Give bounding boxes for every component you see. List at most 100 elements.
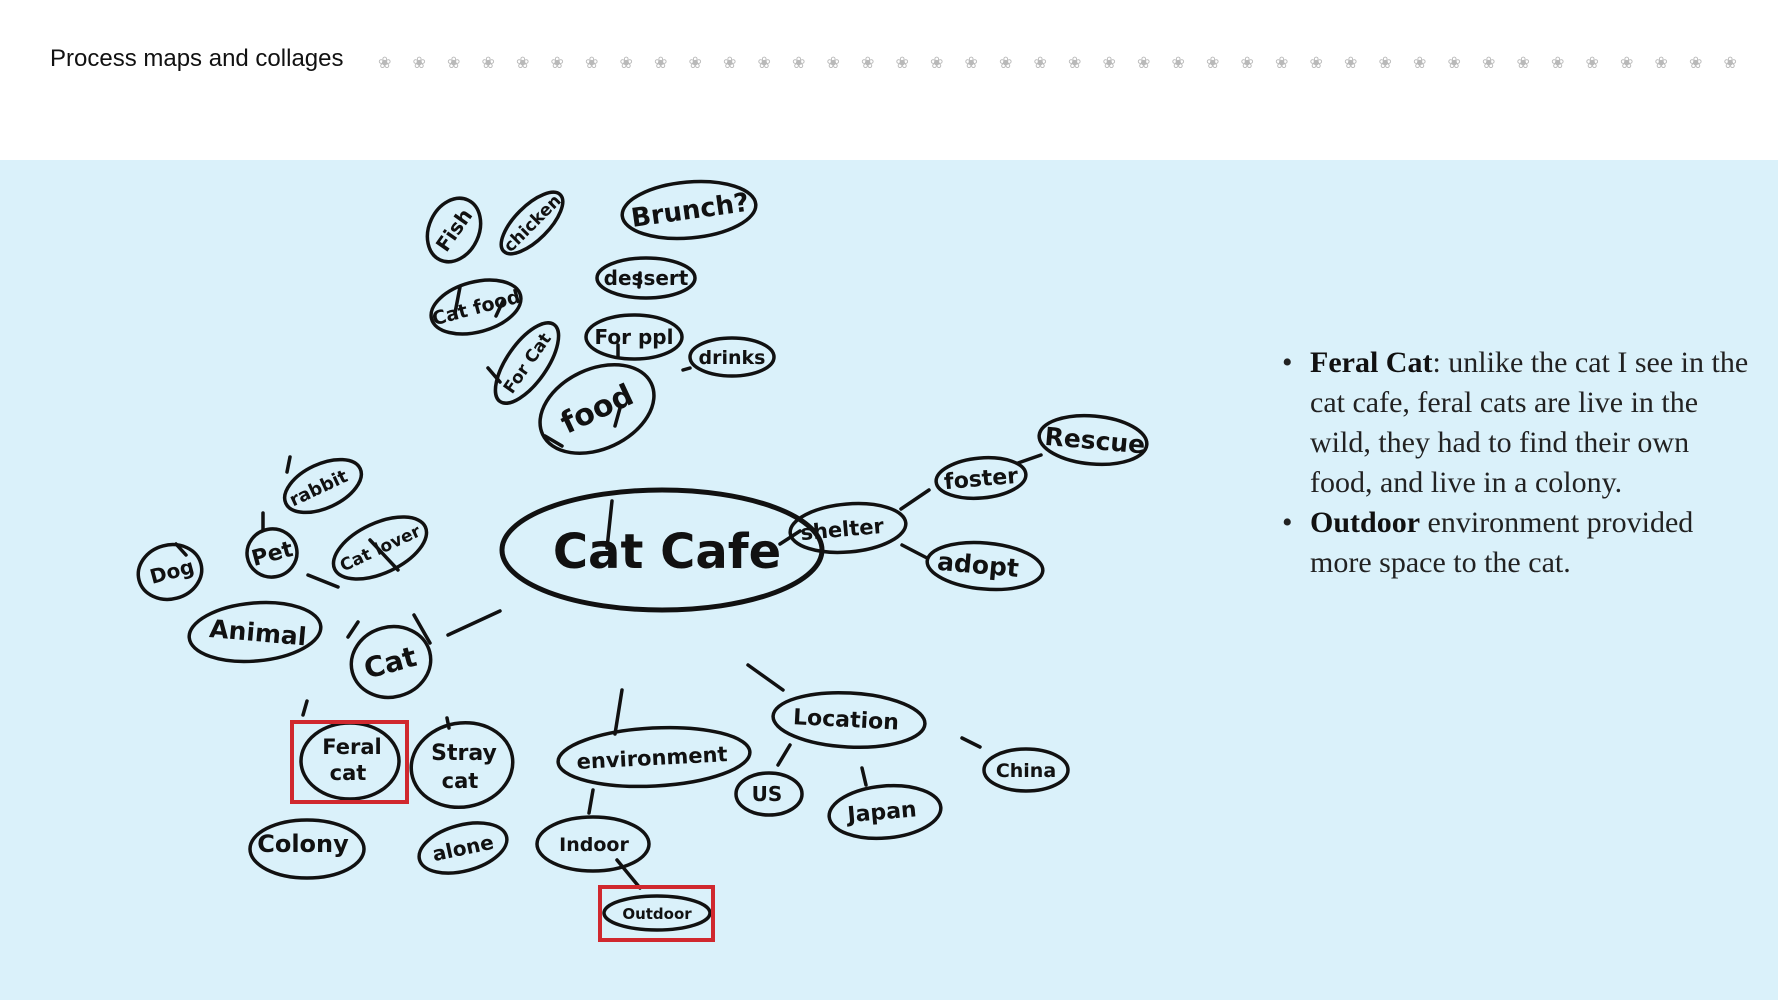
node-china xyxy=(982,747,1070,793)
note-text: environment provided more space to the c… xyxy=(1310,506,1694,579)
node-cat-lover xyxy=(331,515,429,581)
label-animal: Animal xyxy=(208,614,307,651)
node-rabbit xyxy=(282,457,364,515)
connector xyxy=(285,455,292,474)
connector xyxy=(746,663,785,692)
node-rescue xyxy=(1037,413,1149,467)
paw-print-icon: ❀ xyxy=(1482,55,1496,72)
node-cat-food xyxy=(429,278,523,336)
label-dessert: dessert xyxy=(604,266,689,290)
paw-print-icon: ❀ xyxy=(723,55,737,72)
node-dog xyxy=(136,542,204,602)
paw-print-icon: ❀ xyxy=(1516,55,1530,72)
paw-print-icon: ❀ xyxy=(1137,55,1151,72)
paw-print-icon: ❀ xyxy=(930,55,944,72)
paw-print-icon: ❀ xyxy=(1240,55,1254,72)
bullet-dot-icon: • xyxy=(1282,346,1293,379)
node-japan xyxy=(827,783,943,841)
connector xyxy=(613,406,622,428)
paw-print-icon: ❀ xyxy=(516,55,530,72)
label-shelter: shelter xyxy=(799,514,885,545)
node-indoor xyxy=(535,815,651,873)
label-environment: environment xyxy=(576,742,728,774)
paw-print-icon: ❀ xyxy=(1275,55,1289,72)
connector xyxy=(605,499,614,550)
connector xyxy=(960,736,982,749)
paw-print-icon: ❀ xyxy=(412,55,426,72)
label-cat-food: Cat food xyxy=(430,286,523,331)
paw-print-icon: ❀ xyxy=(654,55,668,72)
connector xyxy=(613,688,624,736)
label-feral-cat: cat xyxy=(330,761,367,785)
paw-print-icon: ❀ xyxy=(378,55,392,72)
paw-print-icon: ❀ xyxy=(481,55,495,72)
label-alone: alone xyxy=(430,830,496,866)
slide-header: Process maps and collages ❀ ❀ ❀ ❀ ❀ ❀ ❀ ❀ ❀ ❀ ❀ ❀ ❀ ❀… xyxy=(0,0,1778,160)
label-japan: Japan xyxy=(844,797,917,828)
label-feral: Feral xyxy=(322,735,381,759)
paw-print-icon: ❀ xyxy=(447,55,461,72)
paw-print-icon: ❀ xyxy=(1654,55,1668,72)
paw-print-icon: ❀ xyxy=(619,55,633,72)
paw-print-icon: ❀ xyxy=(1033,55,1047,72)
note-outdoor: • Outdoor environment provided more space… xyxy=(1282,503,1752,583)
label-dog: Dog xyxy=(147,554,196,589)
paw-print-border: ❀❀❀❀❀❀❀❀❀❀❀❀❀❀❀❀❀❀❀❀❀❀❀❀❀❀❀❀❀❀❀❀❀❀❀❀❀❀❀❀ xyxy=(378,52,1768,76)
note-feral-cat: •Feral Cat: unlike the cat I see in the … xyxy=(1282,343,1752,503)
paw-print-icon: ❀ xyxy=(1068,55,1082,72)
label-for-ppl: For ppl xyxy=(595,325,674,349)
label-outdoor: Outdoor xyxy=(622,905,692,923)
connector xyxy=(860,766,868,787)
label-stray-cat: cat xyxy=(442,769,479,793)
paw-print-icon: ❀ xyxy=(1309,55,1323,72)
connector xyxy=(615,858,642,890)
paw-print-icon: ❀ xyxy=(792,55,806,72)
label-food: food xyxy=(555,378,638,442)
connector xyxy=(587,788,595,815)
note-term: Outdoor xyxy=(1310,506,1421,539)
label-china: China xyxy=(996,760,1056,782)
node-adopt xyxy=(925,540,1045,592)
connector xyxy=(543,434,564,448)
node-environment xyxy=(556,725,752,789)
paw-print-icon: ❀ xyxy=(1378,55,1392,72)
paw-print-icon: ❀ xyxy=(1585,55,1599,72)
paw-print-icon: ❀ xyxy=(999,55,1013,72)
node-us xyxy=(734,771,804,817)
slide-title: Process maps and collages xyxy=(50,45,344,72)
label-indoor: Indoor xyxy=(559,834,629,856)
paw-print-icon: ❀ xyxy=(1689,55,1703,72)
node-for-ppl xyxy=(584,313,684,361)
paw-print-icon: ❀ xyxy=(550,55,564,72)
label-colony: Colony xyxy=(257,830,349,858)
bullet-dot-icon: • xyxy=(1282,506,1293,539)
paw-print-icon: ❀ xyxy=(895,55,909,72)
node-for-cat xyxy=(493,321,561,405)
node-dessert xyxy=(595,256,697,300)
connector xyxy=(368,538,400,572)
paw-print-icon: ❀ xyxy=(964,55,978,72)
paw-print-icon: ❀ xyxy=(757,55,771,72)
paw-print-icon: ❀ xyxy=(585,55,599,72)
paw-print-icon: ❀ xyxy=(826,55,840,72)
node-brunch xyxy=(620,179,758,241)
highlight-box-outdoor xyxy=(598,885,715,942)
notes-list: •Feral Cat: unlike the cat I see in the … xyxy=(1282,343,1752,583)
connector xyxy=(900,543,929,560)
content-panel xyxy=(0,160,1778,1000)
note-text: : unlike the cat I see in the cat cafe, … xyxy=(1310,346,1749,499)
paw-print-icon: ❀ xyxy=(1551,55,1565,72)
connector xyxy=(306,573,340,589)
paw-print-icon: ❀ xyxy=(1206,55,1220,72)
label-rabbit: rabbit xyxy=(286,466,351,511)
paw-print-icon: ❀ xyxy=(1723,55,1737,72)
node-alone xyxy=(417,821,509,875)
label-location: Location xyxy=(792,705,899,736)
paw-print-icon: ❀ xyxy=(1171,55,1185,72)
paw-print-icon: ❀ xyxy=(1344,55,1358,72)
paw-print-icon: ❀ xyxy=(1413,55,1427,72)
connector xyxy=(776,743,792,767)
node-chicken xyxy=(499,190,565,256)
node-shelter xyxy=(788,501,908,555)
connector xyxy=(637,271,642,289)
